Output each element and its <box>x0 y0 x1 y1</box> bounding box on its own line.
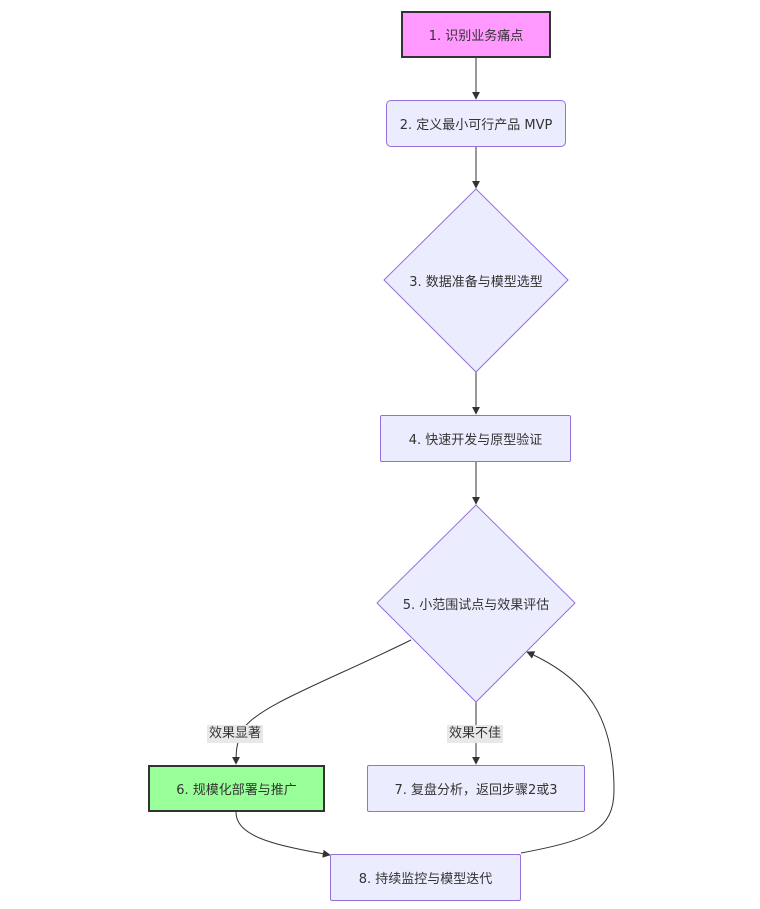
node-1-label: 1. 识别业务痛点 <box>428 29 524 44</box>
node-3-label: 3. 数据准备与模型选型 <box>409 274 543 290</box>
edge-label-effective: 效果显著 <box>207 725 264 743</box>
node-7-label: 7. 复盘分析，返回步骤2或3 <box>394 783 558 798</box>
node-6-scale-deployment[interactable]: 6. 规模化部署与推广 <box>148 765 325 812</box>
node-4-label: 4. 快速开发与原型验证 <box>408 433 543 448</box>
node-8-label: 8. 持续监控与模型迭代 <box>358 872 493 887</box>
node-2-define-mvp[interactable]: 2. 定义最小可行产品 MVP <box>386 100 566 147</box>
node-5-label: 5. 小范围试点与效果评估 <box>402 597 550 613</box>
node-1-identify-pain-points[interactable]: 1. 识别业务痛点 <box>401 11 551 58</box>
node-8-monitor-iterate[interactable]: 8. 持续监控与模型迭代 <box>330 854 521 901</box>
edge-label-ineffective: 效果不佳 <box>447 725 504 743</box>
decision-node-5-shape[interactable] <box>376 504 576 703</box>
node-5-pilot-evaluation: 5. 小范围试点与效果评估 <box>387 589 565 617</box>
edge-6-to-8 <box>235 811 331 858</box>
node-3-data-prep-model-selection: 3. 数据准备与模型选型 <box>394 266 558 294</box>
edge-8-to-5 <box>520 651 615 854</box>
edge-5-to-6 <box>232 639 412 765</box>
node-6-label: 6. 规模化部署与推广 <box>176 783 297 798</box>
decision-node-3-shape[interactable] <box>383 188 569 373</box>
node-2-label: 2. 定义最小可行产品 MVP <box>399 118 553 133</box>
node-7-retrospective[interactable]: 7. 复盘分析，返回步骤2或3 <box>367 765 585 812</box>
node-4-rapid-dev-prototype[interactable]: 4. 快速开发与原型验证 <box>380 415 571 462</box>
